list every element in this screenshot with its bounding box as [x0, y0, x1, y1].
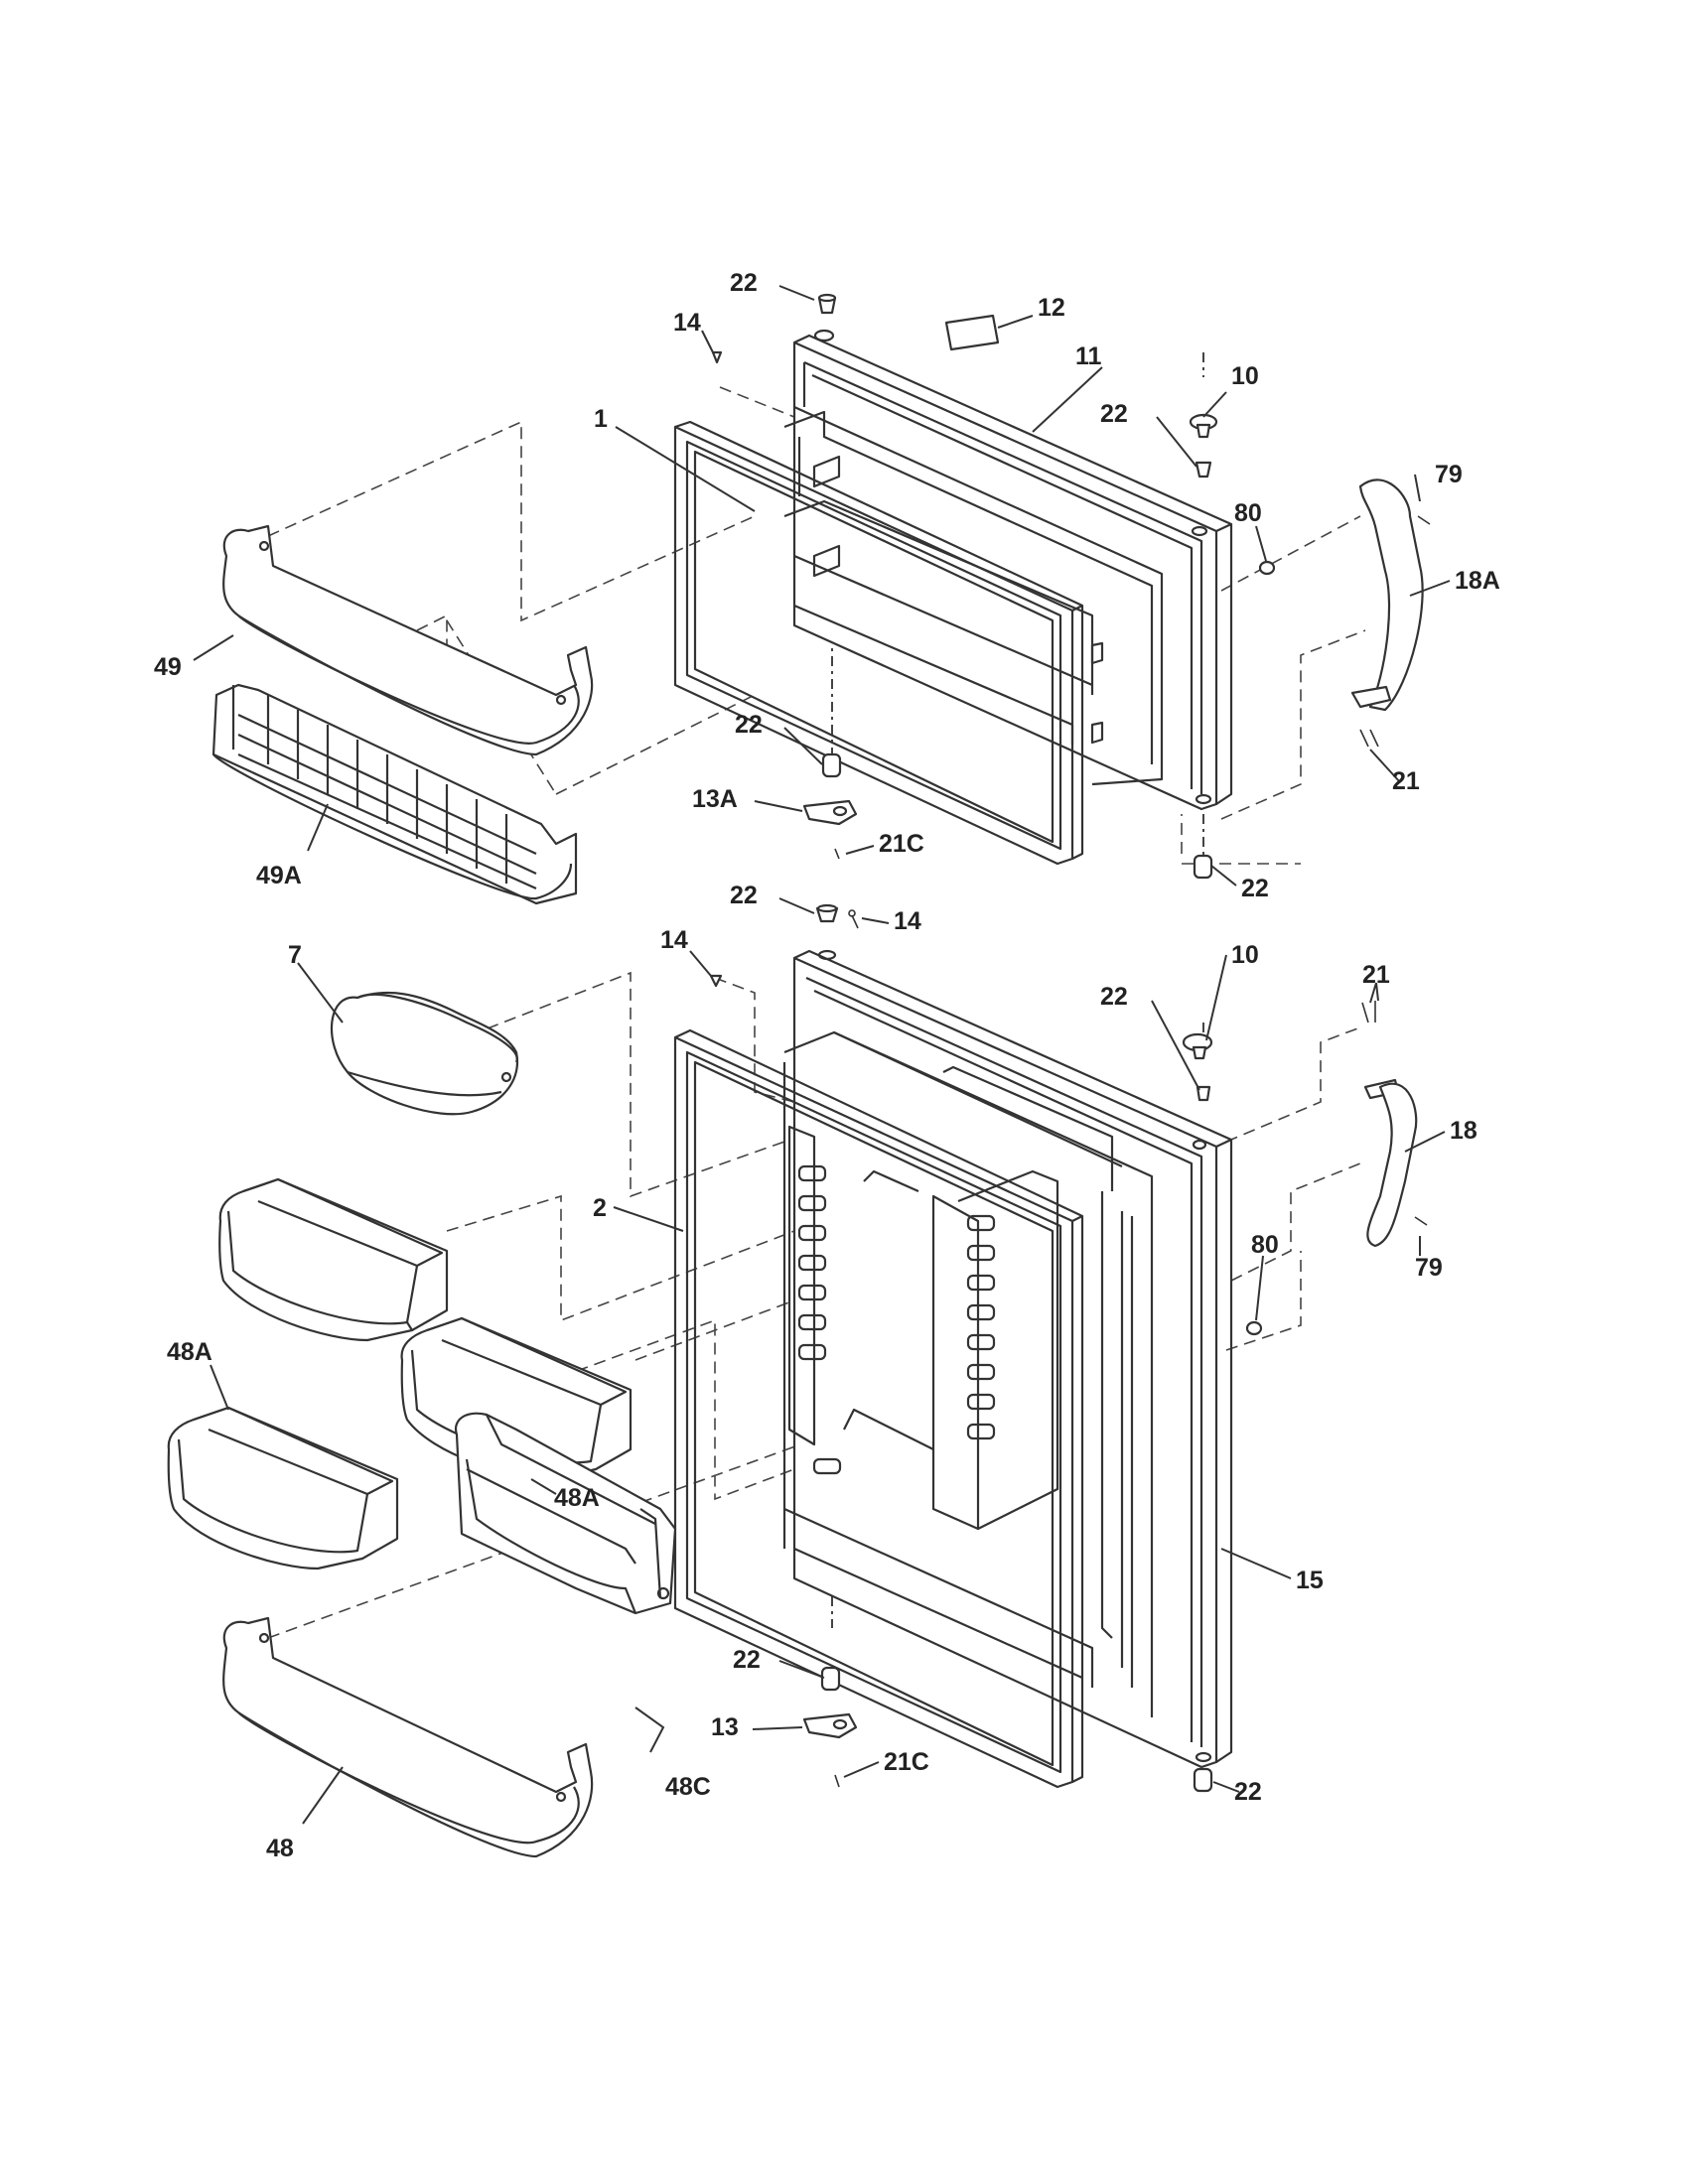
freezer-door-outer-11 [783, 329, 1233, 811]
callout-1: 1 [594, 405, 608, 433]
callout-48: 48 [266, 1835, 294, 1862]
callout-12: 12 [1038, 294, 1065, 322]
callout-48C: 48C [665, 1773, 711, 1801]
callout-22: 22 [1100, 983, 1128, 1011]
callout-49: 49 [154, 653, 182, 681]
callout-labels: 22 12 14 11 10 22 1 79 80 18A 49 22 21 1… [154, 269, 1500, 1862]
callout-79: 79 [1435, 461, 1463, 488]
callout-22: 22 [730, 882, 758, 909]
freezer-handle-18A [1350, 478, 1424, 712]
dairy-cover-7 [330, 991, 518, 1116]
callout-leader-lines [193, 285, 1451, 1825]
fresh-food-handle-18 [1363, 1078, 1418, 1248]
callout-80: 80 [1251, 1231, 1279, 1259]
callout-22: 22 [730, 269, 758, 297]
callout-2: 2 [593, 1194, 607, 1222]
callout-18A: 18A [1455, 567, 1500, 595]
callout-18: 18 [1450, 1117, 1477, 1145]
callout-13A: 13A [692, 785, 738, 813]
callout-11: 11 [1075, 342, 1102, 370]
callout-79: 79 [1415, 1254, 1443, 1282]
callout-10: 10 [1231, 941, 1259, 969]
fresh-food-door-outer-15 [782, 949, 1233, 1769]
dairy-bin-48C [454, 1412, 677, 1615]
callout-15: 15 [1296, 1567, 1324, 1594]
callout-22: 22 [1241, 875, 1269, 902]
freezer-door-gasket-1 [673, 420, 1084, 866]
callout-22: 22 [1100, 400, 1128, 428]
callout-48A: 48A [167, 1338, 212, 1366]
door-rack-48 [222, 1616, 594, 1858]
door-rack-49 [222, 524, 594, 756]
callout-22: 22 [733, 1646, 761, 1674]
callout-49A: 49A [256, 862, 302, 889]
callout-14: 14 [660, 926, 688, 954]
hardware-parts [709, 293, 1431, 1793]
callout-48A: 48A [554, 1484, 600, 1512]
callout-22: 22 [735, 711, 763, 739]
callout-80: 80 [1234, 499, 1262, 527]
callout-21C: 21C [884, 1748, 929, 1776]
callout-10: 10 [1231, 362, 1259, 390]
callout-14: 14 [894, 907, 921, 935]
callout-7: 7 [288, 941, 302, 969]
callout-22: 22 [1234, 1778, 1262, 1806]
door-bin-48A-lower-left [167, 1406, 399, 1570]
callout-13: 13 [711, 1713, 739, 1741]
wire-basket-49A [211, 683, 578, 905]
door-bin-48A-upper-left [218, 1177, 449, 1342]
callout-14: 14 [673, 309, 701, 337]
door-shelf-stops [797, 1164, 996, 1475]
fresh-food-door-gasket-2 [673, 1028, 1084, 1789]
callout-21: 21 [1392, 767, 1420, 795]
callout-21C: 21C [879, 830, 924, 858]
callout-21: 21 [1362, 961, 1390, 989]
